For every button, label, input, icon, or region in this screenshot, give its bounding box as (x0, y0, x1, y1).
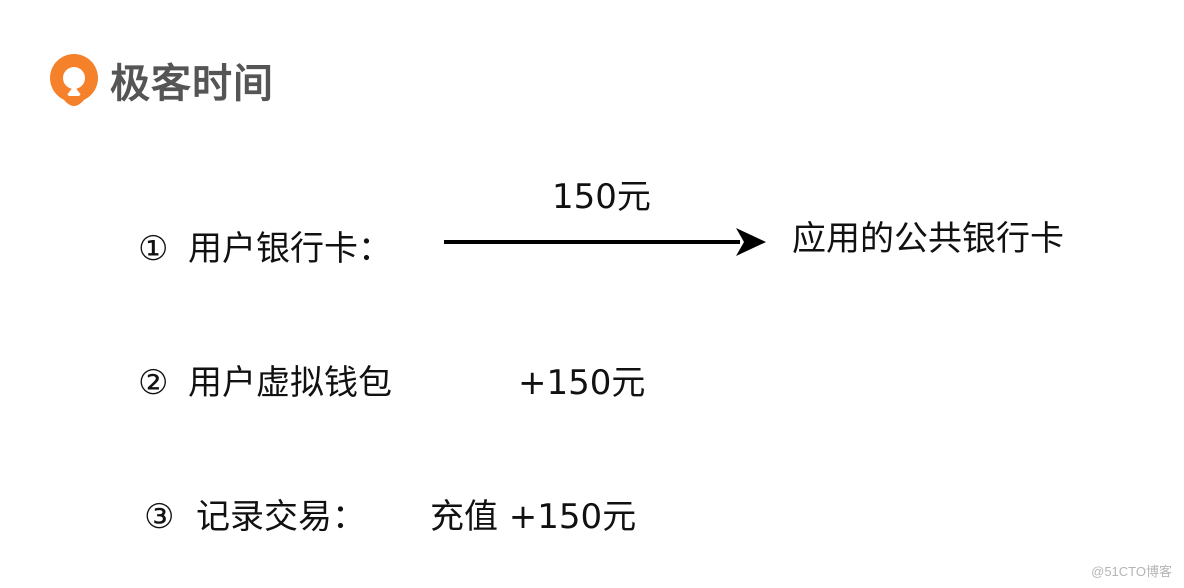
watermark: @51CTO博客 (1091, 564, 1172, 579)
transfer-target: 应用的公共银行卡 (792, 219, 1064, 259)
step-1-label: 用户银行卡： (188, 229, 392, 269)
transfer-amount: 150元 (552, 177, 651, 217)
transfer-arrow (444, 228, 766, 256)
step-3-label: 记录交易： (196, 497, 366, 537)
step-2-marker: ② (138, 363, 169, 403)
transaction-record: 充值 +150元 (430, 497, 637, 537)
wallet-amount: +150元 (518, 363, 646, 403)
brand-name: 极客时间 (110, 61, 274, 107)
step-3-marker: ③ (144, 497, 175, 537)
step-1-marker: ① (138, 229, 169, 269)
brand-logo: 极客时间 (46, 52, 274, 116)
step-2-label: 用户虚拟钱包 (188, 363, 392, 403)
brand-logo-icon (50, 54, 98, 106)
